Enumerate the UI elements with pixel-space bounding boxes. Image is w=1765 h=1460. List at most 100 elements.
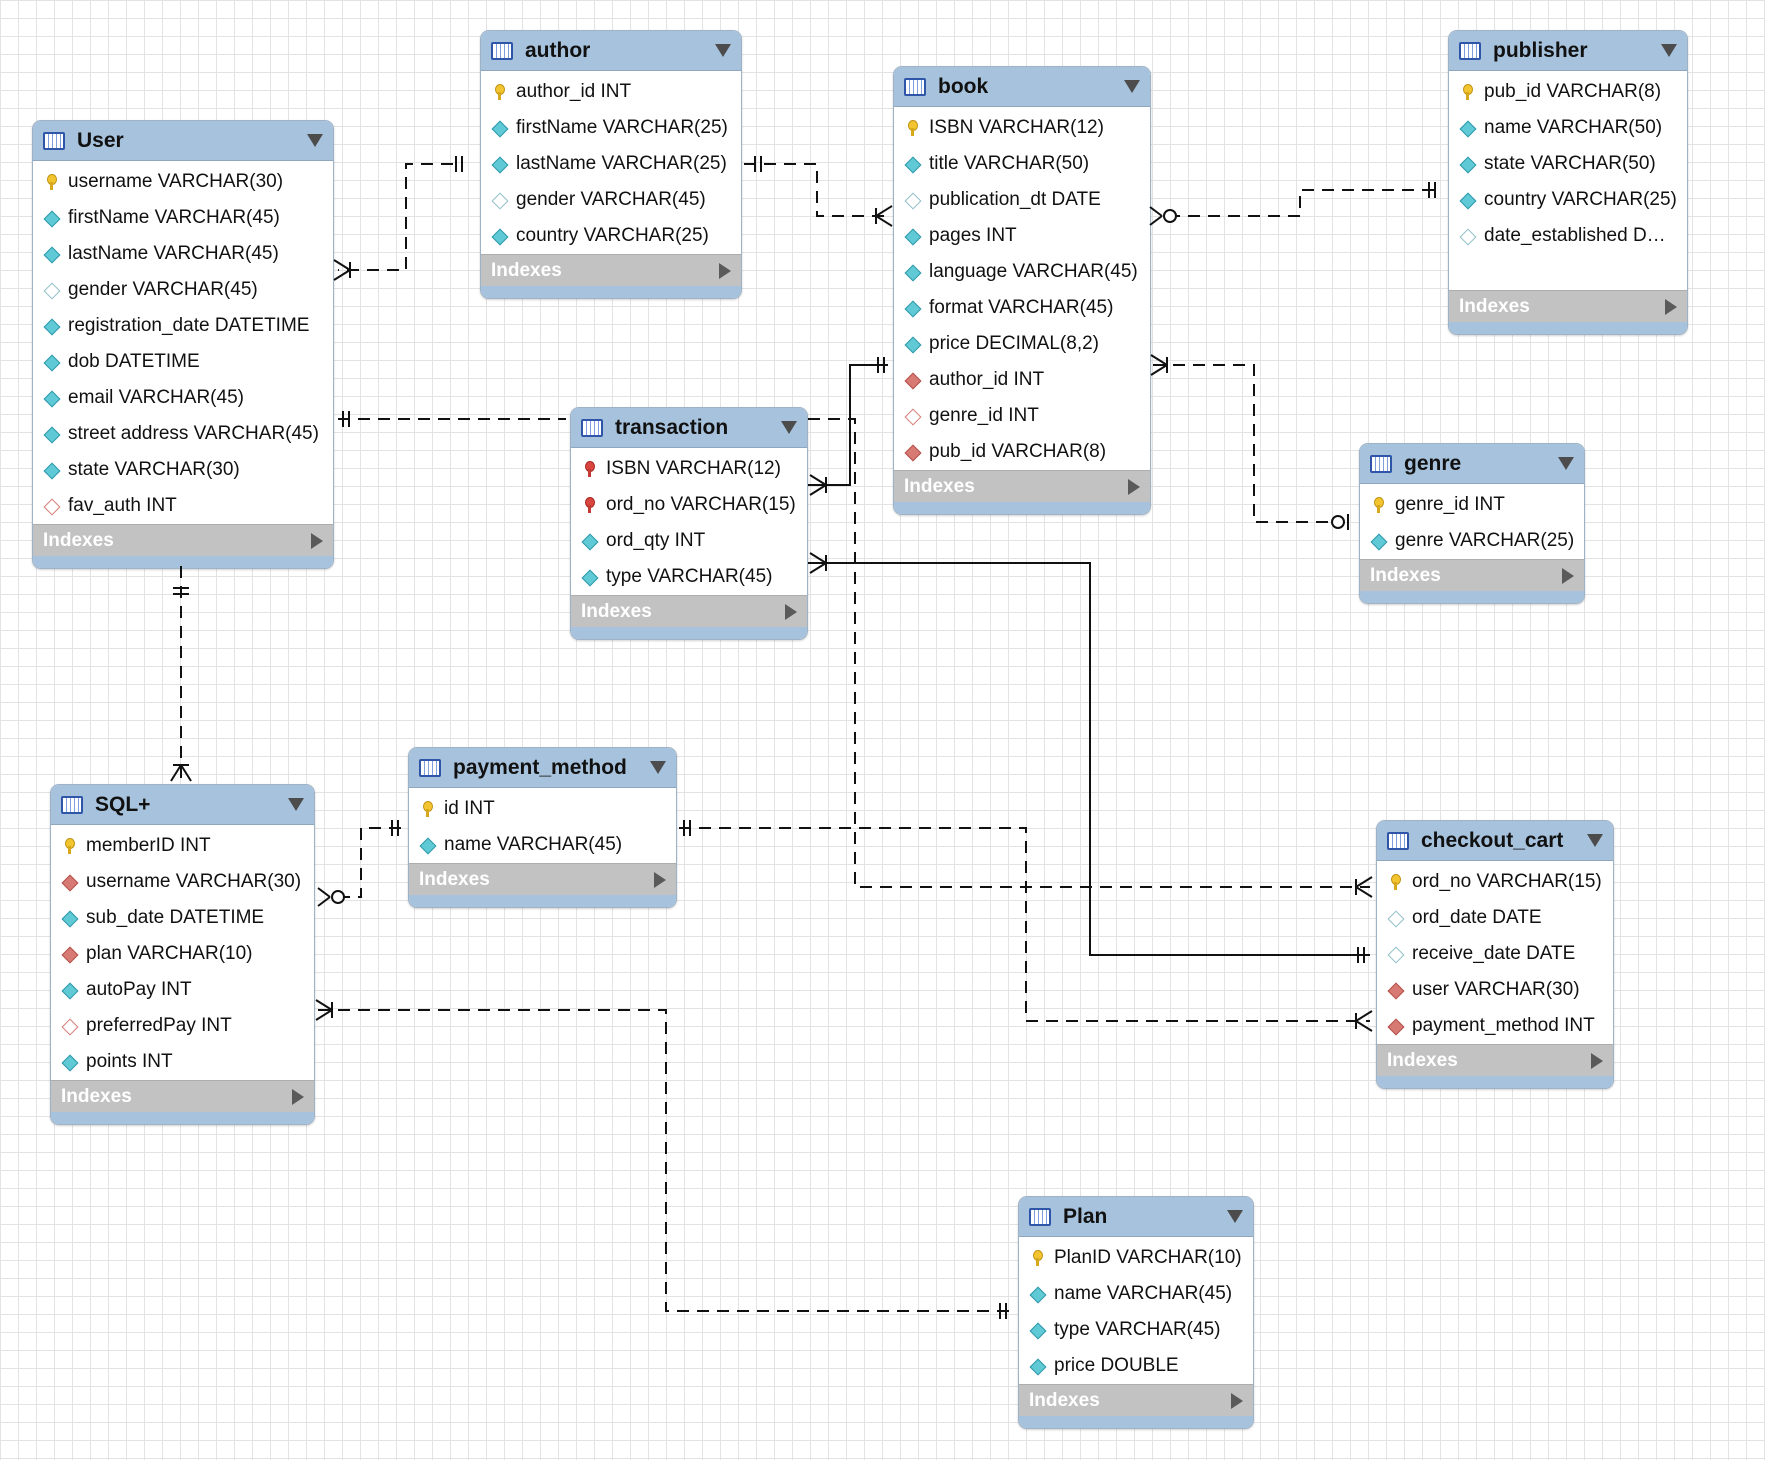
column-row[interactable]: gender VARCHAR(45): [481, 182, 741, 218]
column-row[interactable]: user VARCHAR(30): [1377, 972, 1613, 1008]
expand-arrow-icon[interactable]: [654, 871, 666, 888]
column-row[interactable]: ord_date DATE: [1377, 900, 1613, 936]
column-row[interactable]: ISBN VARCHAR(12): [894, 110, 1150, 146]
indexes-section[interactable]: Indexes: [1019, 1384, 1253, 1416]
column-row[interactable]: country VARCHAR(25): [481, 218, 741, 254]
expand-arrow-icon[interactable]: [1591, 1052, 1603, 1069]
column-row[interactable]: autoPay INT: [51, 972, 314, 1008]
column-row[interactable]: date_established D…: [1449, 218, 1687, 254]
column-row[interactable]: lastName VARCHAR(45): [33, 236, 333, 272]
collapse-toggle-icon[interactable]: [650, 761, 666, 774]
column-row[interactable]: title VARCHAR(50): [894, 146, 1150, 182]
column-row[interactable]: state VARCHAR(50): [1449, 146, 1687, 182]
column-row[interactable]: language VARCHAR(45): [894, 254, 1150, 290]
expand-arrow-icon[interactable]: [292, 1088, 304, 1105]
indexes-section[interactable]: Indexes: [51, 1080, 314, 1112]
expand-arrow-icon[interactable]: [311, 532, 323, 549]
table-header[interactable]: genre: [1360, 444, 1584, 484]
column-row[interactable]: state VARCHAR(30): [33, 452, 333, 488]
indexes-section[interactable]: Indexes: [1360, 559, 1584, 591]
collapse-toggle-icon[interactable]: [715, 44, 731, 57]
collapse-toggle-icon[interactable]: [288, 798, 304, 811]
column-row[interactable]: lastName VARCHAR(25): [481, 146, 741, 182]
indexes-section[interactable]: Indexes: [894, 470, 1150, 502]
column-row[interactable]: memberID INT: [51, 828, 314, 864]
expand-arrow-icon[interactable]: [1665, 298, 1677, 315]
table-header[interactable]: checkout_cart: [1377, 821, 1613, 861]
indexes-section[interactable]: Indexes: [1377, 1044, 1613, 1076]
column-row[interactable]: email VARCHAR(45): [33, 380, 333, 416]
column-row[interactable]: pub_id VARCHAR(8): [1449, 74, 1687, 110]
expand-arrow-icon[interactable]: [1128, 478, 1140, 495]
column-row[interactable]: firstName VARCHAR(45): [33, 200, 333, 236]
table-header[interactable]: Plan: [1019, 1197, 1253, 1237]
table-header[interactable]: payment_method: [409, 748, 676, 788]
column-row[interactable]: receive_date DATE: [1377, 936, 1613, 972]
column-row[interactable]: fav_auth INT: [33, 488, 333, 524]
column-row[interactable]: country VARCHAR(25): [1449, 182, 1687, 218]
column-row[interactable]: points INT: [51, 1044, 314, 1080]
column-row[interactable]: genre_id INT: [1360, 487, 1584, 523]
collapse-toggle-icon[interactable]: [781, 421, 797, 434]
column-row[interactable]: PlanID VARCHAR(10): [1019, 1240, 1253, 1276]
indexes-section[interactable]: Indexes: [409, 863, 676, 895]
table-header[interactable]: publisher: [1449, 31, 1687, 71]
column-row[interactable]: type VARCHAR(45): [571, 559, 807, 595]
collapse-toggle-icon[interactable]: [1587, 834, 1603, 847]
indexes-section[interactable]: Indexes: [571, 595, 807, 627]
column-row[interactable]: street address VARCHAR(45): [33, 416, 333, 452]
expand-arrow-icon[interactable]: [1231, 1392, 1243, 1409]
collapse-toggle-icon[interactable]: [1661, 44, 1677, 57]
column-row[interactable]: preferredPay INT: [51, 1008, 314, 1044]
column-row[interactable]: name VARCHAR(45): [1019, 1276, 1253, 1312]
collapse-toggle-icon[interactable]: [1227, 1210, 1243, 1223]
column-row[interactable]: pages INT: [894, 218, 1150, 254]
column-row[interactable]: publication_dt DATE: [894, 182, 1150, 218]
column-row[interactable]: ord_no VARCHAR(15): [1377, 864, 1613, 900]
column-row[interactable]: format VARCHAR(45): [894, 290, 1150, 326]
table-header[interactable]: User: [33, 121, 333, 161]
table-header[interactable]: SQL+: [51, 785, 314, 825]
column-row[interactable]: author_id INT: [481, 74, 741, 110]
column-row[interactable]: username VARCHAR(30): [51, 864, 314, 900]
column-row[interactable]: dob DATETIME: [33, 344, 333, 380]
expand-arrow-icon[interactable]: [719, 262, 731, 279]
column-row[interactable]: genre_id INT: [894, 398, 1150, 434]
collapse-toggle-icon[interactable]: [1558, 457, 1574, 470]
column-row[interactable]: ord_no VARCHAR(15): [571, 487, 807, 523]
column-row[interactable]: author_id INT: [894, 362, 1150, 398]
table-header[interactable]: book: [894, 67, 1150, 107]
column-row[interactable]: firstName VARCHAR(25): [481, 110, 741, 146]
column-row[interactable]: username VARCHAR(30): [33, 164, 333, 200]
table-header[interactable]: author: [481, 31, 741, 71]
column-row[interactable]: name VARCHAR(45): [409, 827, 676, 863]
column-row[interactable]: ISBN VARCHAR(12): [571, 451, 807, 487]
column-row[interactable]: type VARCHAR(45): [1019, 1312, 1253, 1348]
expand-arrow-icon[interactable]: [1562, 567, 1574, 584]
column-row[interactable]: price DOUBLE: [1019, 1348, 1253, 1384]
column-row[interactable]: gender VARCHAR(45): [33, 272, 333, 308]
expand-arrow-icon[interactable]: [785, 603, 797, 620]
column-row[interactable]: genre VARCHAR(25): [1360, 523, 1584, 559]
column-row[interactable]: id INT: [409, 791, 676, 827]
collapse-toggle-icon[interactable]: [307, 134, 323, 147]
indexes-section[interactable]: Indexes: [33, 524, 333, 556]
column-row[interactable]: pub_id VARCHAR(8): [894, 434, 1150, 470]
column-row[interactable]: payment_method INT: [1377, 1008, 1613, 1044]
indexes-section[interactable]: Indexes: [1449, 290, 1687, 322]
column-row[interactable]: ord_qty INT: [571, 523, 807, 559]
column-row[interactable]: registration_date DATETIME: [33, 308, 333, 344]
indexes-section[interactable]: Indexes: [481, 254, 741, 286]
column-row[interactable]: plan VARCHAR(10): [51, 936, 314, 972]
column-row[interactable]: price DECIMAL(8,2): [894, 326, 1150, 362]
